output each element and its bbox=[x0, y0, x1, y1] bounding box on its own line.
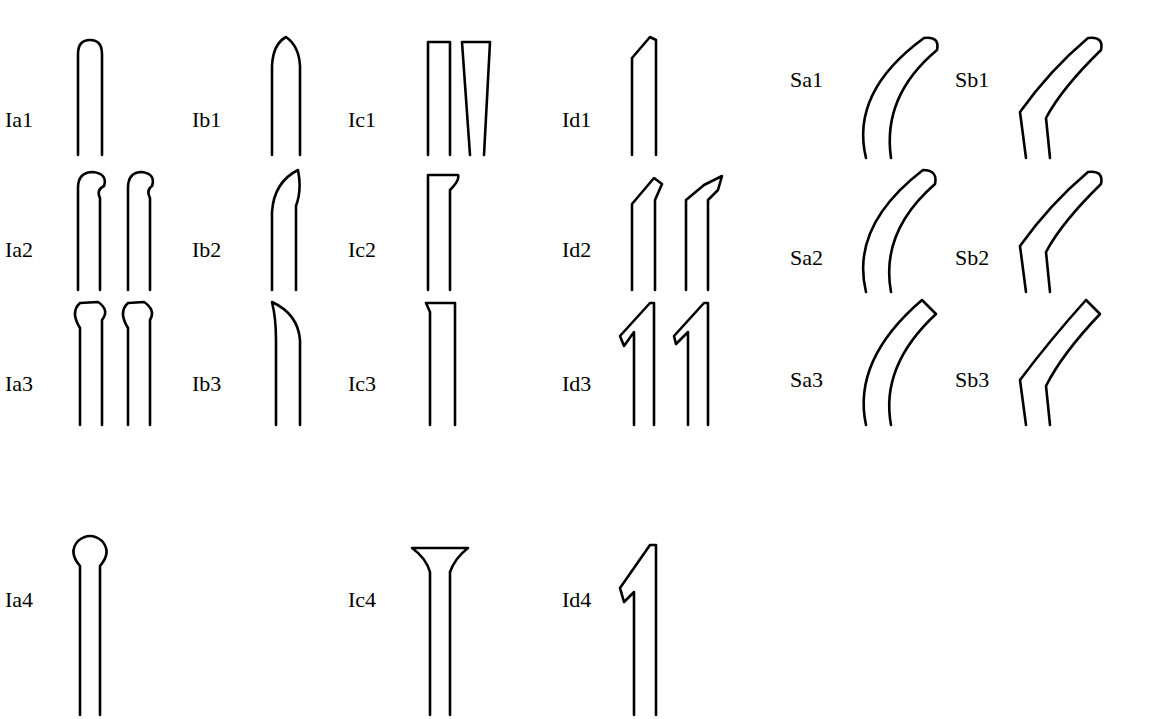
type-label: Sa3 bbox=[790, 368, 823, 392]
type-label: Sa2 bbox=[790, 246, 823, 270]
type-label: Ic2 bbox=[348, 238, 376, 262]
type-label: Ib2 bbox=[192, 238, 221, 262]
type-label: Id4 bbox=[562, 588, 591, 612]
type-label: Sb3 bbox=[955, 368, 989, 392]
type-label: Ib3 bbox=[192, 372, 221, 396]
type-label: Id2 bbox=[562, 238, 591, 262]
type-label: Sb2 bbox=[955, 246, 989, 270]
type-label: Sb1 bbox=[955, 68, 989, 92]
type-label: Ia2 bbox=[5, 238, 33, 262]
type-label: Id3 bbox=[562, 372, 591, 396]
type-label: Ic4 bbox=[348, 588, 376, 612]
type-label: Ib1 bbox=[192, 108, 221, 132]
type-label: Ia4 bbox=[5, 588, 33, 612]
type-label: Ic3 bbox=[348, 372, 376, 396]
type-label: Ia3 bbox=[5, 372, 33, 396]
type-label: Ia1 bbox=[5, 108, 33, 132]
type-label: Ic1 bbox=[348, 108, 376, 132]
type-label: Id1 bbox=[562, 108, 591, 132]
type-label: Sa1 bbox=[790, 68, 823, 92]
